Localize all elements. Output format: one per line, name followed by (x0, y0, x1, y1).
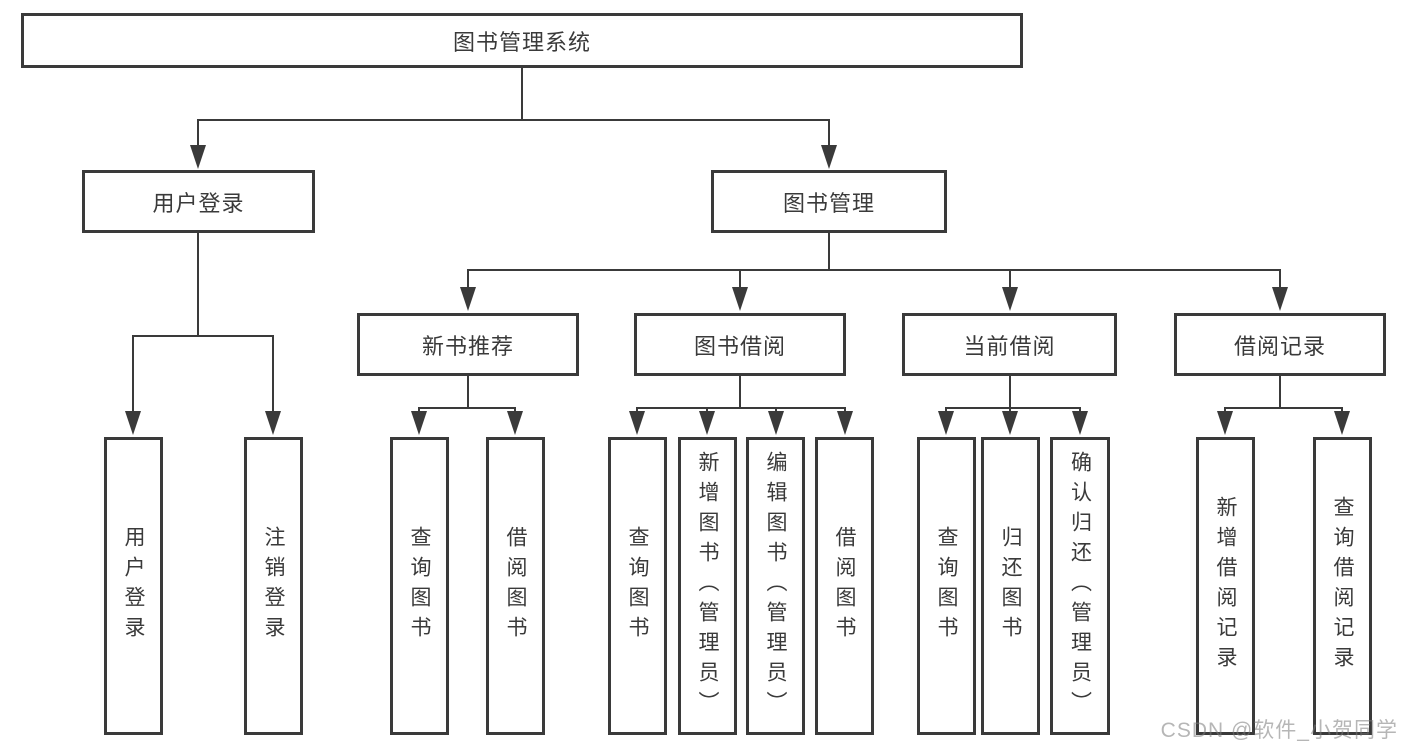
node-user-login: 用户登录 (82, 170, 315, 233)
leaf-user-login: 用户登录 (104, 437, 163, 735)
node-label: 查询借阅记录 (1331, 496, 1354, 676)
node-label: 用户登录 (152, 190, 245, 216)
leaf-add-book-admin: 新增图书（管理员） (678, 437, 737, 735)
leaf-return-books: 归还图书 (981, 437, 1040, 735)
watermark: CSDN @软件_小贺同学 (1160, 719, 1398, 742)
node-label: 图书管理系统 (452, 29, 591, 55)
node-label: 图书借阅 (693, 333, 786, 359)
leaf-borrow-books-recommend: 借阅图书 (486, 437, 545, 735)
node-label: 确认归还（管理员） (1068, 451, 1092, 721)
node-label: 注销登录 (262, 526, 285, 646)
leaf-query-books-recommend: 查询图书 (390, 437, 449, 735)
leaf-query-books-current: 查询图书 (917, 437, 976, 735)
node-label: 归还图书 (999, 526, 1022, 646)
node-label: 编辑图书（管理员） (764, 451, 787, 721)
node-borrowing-records: 借阅记录 (1174, 313, 1386, 376)
node-book-management: 图书管理 (711, 170, 947, 233)
leaf-query-books-borrowing: 查询图书 (608, 437, 667, 735)
leaf-logout: 注销登录 (244, 437, 303, 735)
node-label: 借阅图书 (504, 526, 527, 646)
leaf-confirm-return-admin: 确认归还（管理员） (1050, 437, 1110, 735)
leaf-add-borrow-record: 新增借阅记录 (1196, 437, 1255, 735)
node-label: 用户登录 (122, 526, 145, 646)
node-label: 借阅图书 (833, 526, 856, 646)
node-label: 新增图书（管理员） (696, 451, 719, 721)
node-label: 查询图书 (935, 526, 958, 646)
leaf-borrow-books: 借阅图书 (815, 437, 874, 735)
leaf-query-borrow-record: 查询借阅记录 (1313, 437, 1372, 735)
node-new-book-recommendation: 新书推荐 (357, 313, 579, 376)
node-label: 查询图书 (626, 526, 649, 646)
node-label: 图书管理 (782, 190, 875, 216)
node-label: 当前借阅 (963, 333, 1056, 359)
leaf-edit-book-admin: 编辑图书（管理员） (746, 437, 805, 735)
node-label: 借阅记录 (1233, 333, 1326, 359)
node-library-management-system: 图书管理系统 (21, 13, 1023, 68)
node-label: 查询图书 (408, 526, 431, 646)
node-current-borrowing: 当前借阅 (902, 313, 1117, 376)
node-label: 新增借阅记录 (1214, 496, 1237, 676)
node-label: 新书推荐 (421, 333, 514, 359)
node-book-borrowing: 图书借阅 (634, 313, 846, 376)
